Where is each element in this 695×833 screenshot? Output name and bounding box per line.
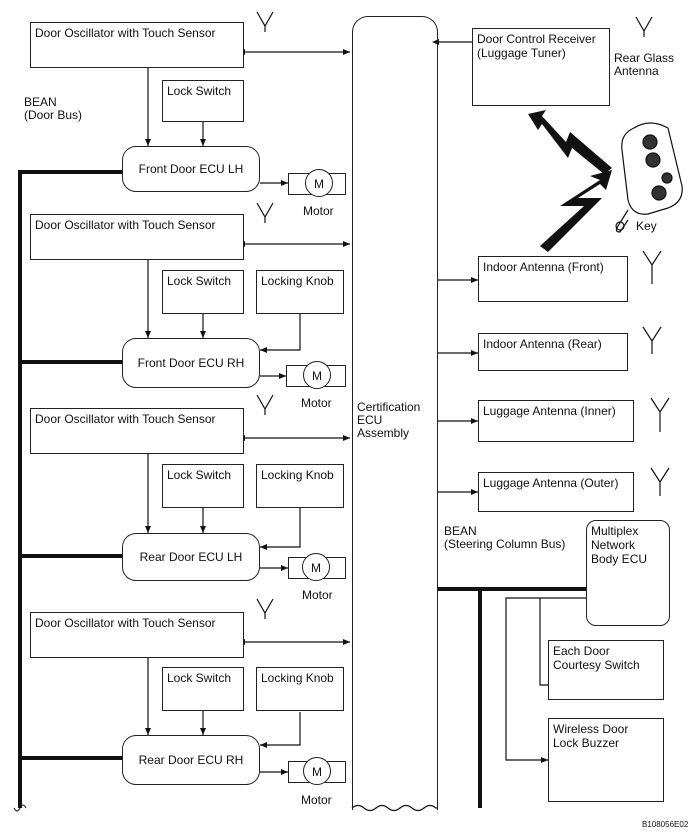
luggage-antenna-outer: Luggage Antenna (Outer) [478, 472, 634, 512]
door-oscillator-front-lh: Door Oscillator with Touch Sensor [30, 22, 244, 68]
locking-knob-rear-rh: Locking Knob [256, 667, 344, 711]
luggage-antenna-inner: Luggage Antenna (Inner) [478, 400, 634, 442]
door-control-receiver: Door Control Receiver(Luggage Tuner) [472, 28, 610, 106]
motor-label: Motor [303, 204, 334, 218]
certification-ecu-box [352, 16, 438, 810]
door-oscillator-rear-lh: Door Oscillator with Touch Sensor [30, 408, 244, 454]
indoor-antenna-rear: Indoor Antenna (Rear) [478, 333, 628, 371]
locking-knob-front-rh: Locking Knob [256, 270, 344, 314]
door-oscillator-rear-rh: Door Oscillator with Touch Sensor [30, 612, 244, 658]
motor-label: Motor [301, 396, 332, 410]
door-bus-line [18, 170, 122, 808]
motor-icon: M [303, 757, 331, 785]
motor-label: Motor [301, 793, 332, 807]
antenna-links [438, 277, 478, 495]
door-bus-label: BEAN(Door Bus) [24, 95, 83, 122]
lock-switch-rear-rh: Lock Switch [162, 667, 244, 711]
wireless-signal-bolts [528, 110, 612, 252]
motor-label: Motor [302, 588, 333, 602]
indoor-antenna-front: Indoor Antenna (Front) [478, 256, 628, 302]
cert-links [238, 39, 472, 645]
rear-door-ecu-lh: Rear Door ECU LH [122, 533, 260, 581]
rear-door-ecu-rh: Rear Door ECU RH [122, 735, 260, 785]
motor-icon: M [302, 553, 330, 581]
lock-switch-front-lh: Lock Switch [162, 80, 244, 122]
figure-code: B108056E02 [642, 820, 689, 829]
front-door-ecu-rh: Front Door ECU RH [122, 338, 260, 388]
lock-switch-front-rh: Lock Switch [162, 270, 244, 314]
steering-bus-label: BEAN(Steering Column Bus) [444, 524, 566, 551]
oscillator-antennas [256, 11, 670, 619]
front-door-ecu-lh: Front Door ECU LH [122, 146, 260, 192]
steering-bus-line [438, 587, 586, 808]
locking-knob-rear-lh: Locking Knob [256, 464, 344, 508]
lock-switch-rear-lh: Lock Switch [162, 464, 244, 508]
key-fob-icon [615, 122, 683, 233]
motor-icon: M [303, 361, 331, 389]
door-oscillator-front-rh: Door Oscillator with Touch Sensor [30, 214, 244, 260]
motor-icon: M [305, 169, 333, 197]
key-label: Key [636, 219, 657, 233]
